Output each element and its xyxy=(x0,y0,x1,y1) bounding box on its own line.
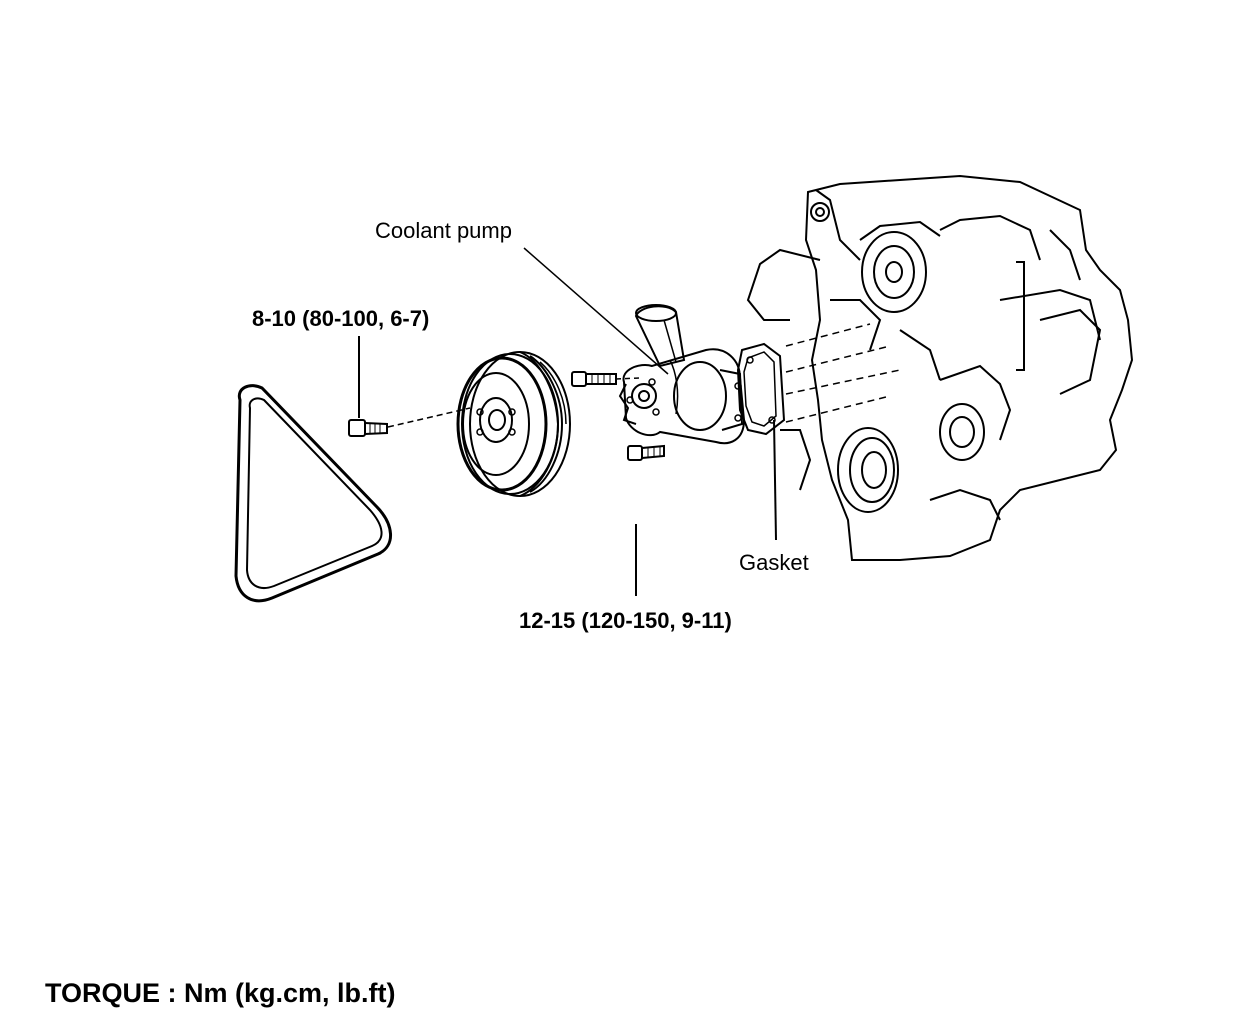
pump-pulley xyxy=(456,351,571,497)
pulley-bolt xyxy=(348,419,388,437)
drive-belt xyxy=(234,384,392,603)
pulley-bolt-axis xyxy=(387,407,471,428)
coolant-pump-leader xyxy=(523,247,669,375)
pulley-bolt-torque-label: 8-10 (80-100, 6-7) xyxy=(252,306,430,331)
gasket-label: Gasket xyxy=(739,550,809,575)
coolant-pump-label: Coolant pump xyxy=(375,218,512,243)
gasket-leader xyxy=(773,419,777,541)
torque-units-legend: TORQUE : Nm (kg.cm, lb.ft) xyxy=(45,978,396,1008)
pump-bolt-upper xyxy=(571,371,641,387)
coolant-pump-body xyxy=(618,304,746,445)
pump-bolt-torque-label: 12-15 (120-150, 9-11) xyxy=(519,608,732,633)
engine-block xyxy=(746,174,1134,561)
pump-bolt-lower xyxy=(627,444,665,461)
alignment-lines xyxy=(785,323,901,423)
gasket xyxy=(736,342,786,436)
